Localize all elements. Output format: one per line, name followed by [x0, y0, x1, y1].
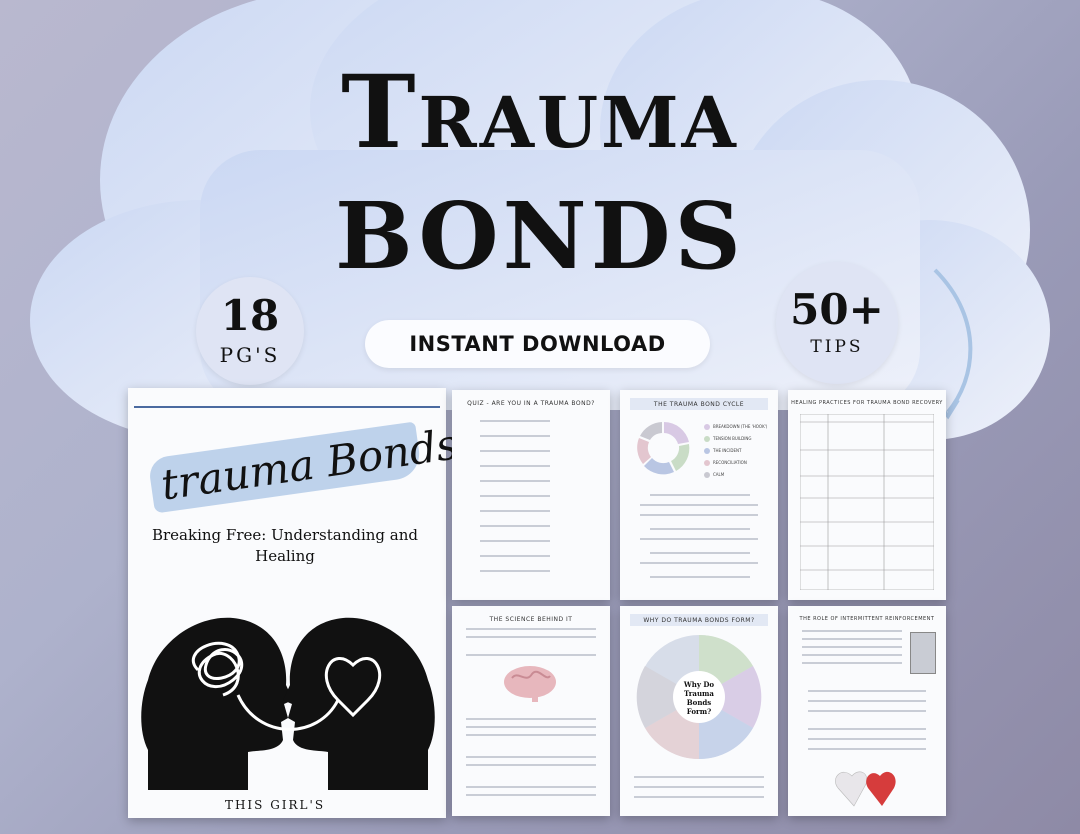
quiz-line [480, 495, 550, 497]
text-line [650, 576, 750, 578]
why-center-label: Why Do Trauma Bonds Form? [683, 680, 715, 716]
text-line [808, 710, 926, 712]
tips-count: 50+ [790, 285, 884, 334]
text-line [808, 700, 926, 702]
quiz-line [480, 480, 550, 482]
text-line [634, 786, 764, 788]
text-line [808, 728, 926, 730]
healing-page: HEALING PRACTICES FOR TRAUMA BOND RECOVE… [788, 390, 946, 600]
reinforcement-page: THE ROLE OF INTERMITTENT REINFORCEMENT [788, 606, 946, 816]
legend-item: RECONCILIATION [704, 460, 747, 466]
legend-item: BREAKDOWN (THE 'HOOK') [704, 424, 767, 430]
healing-page-title: HEALING PRACTICES FOR TRAUMA BOND RECOVE… [791, 400, 943, 406]
text-line [808, 690, 926, 692]
text-line [466, 764, 596, 766]
text-line [466, 786, 596, 788]
pages-label: PG'S [219, 343, 281, 367]
quiz-page-title: QUIZ - ARE YOU IN A TRAUMA BOND? [467, 400, 595, 407]
hearts-illustration [835, 771, 896, 807]
cover-top-rule [134, 406, 440, 408]
quiz-line [480, 420, 550, 422]
text-line [466, 636, 596, 638]
title-band [630, 398, 768, 410]
cover-subtitle: Breaking Free: Understanding and Healing [151, 526, 418, 565]
quiz-line [480, 435, 550, 437]
text-line [640, 514, 758, 516]
text-line [634, 776, 764, 778]
text-line [802, 654, 902, 656]
quiz-line [480, 525, 550, 527]
text-line [634, 796, 764, 798]
text-line [802, 630, 902, 632]
quiz-line [480, 510, 550, 512]
why-page: WHY DO TRAUMA BONDS FORM? Why Do Trauma … [620, 606, 778, 816]
text-line [640, 562, 758, 564]
cycle-page: THE TRAUMA BOND CYCLE BREAKDOWN (THE 'HO… [620, 390, 778, 600]
quiz-line [480, 570, 550, 572]
science-page-title: THE SCIENCE BEHIND IT [489, 616, 573, 623]
text-line [650, 552, 750, 554]
pages-count: 18 [220, 291, 280, 340]
text-line [466, 718, 596, 720]
main-title-line-2: BONDS [335, 182, 745, 290]
practices-table [800, 414, 934, 590]
text-line [808, 748, 926, 750]
legend-item: CALM [704, 472, 724, 478]
main-title-line-1: Trauma [341, 53, 739, 171]
science-page: THE SCIENCE BEHIND IT [452, 606, 610, 816]
brain-illustration [504, 666, 556, 702]
text-line [466, 654, 596, 656]
text-line [802, 662, 902, 664]
why-page-title: WHY DO TRAUMA BONDS FORM? [643, 617, 755, 624]
why-wheel [636, 634, 762, 760]
text-line [802, 638, 902, 640]
reinforcement-page-title: THE ROLE OF INTERMITTENT REINFORCEMENT [799, 616, 935, 622]
cycle-page-title: THE TRAUMA BOND CYCLE [653, 401, 745, 408]
quiz-line [480, 465, 550, 467]
cycle-diagram [637, 422, 690, 475]
quiz-line [480, 450, 550, 452]
text-line [466, 756, 596, 758]
text-line [466, 628, 596, 630]
text-line [802, 646, 902, 648]
slot-machine-icon [910, 632, 936, 674]
cover-footer: THIS GIRL'S [224, 798, 326, 812]
text-line [466, 726, 596, 728]
text-line [466, 794, 596, 796]
heads-illustration [141, 617, 435, 790]
quiz-line [480, 540, 550, 542]
text-line [808, 738, 926, 740]
legend-item: TENSION BUILDING [704, 436, 752, 442]
legend-item: THE INCIDENT [704, 448, 741, 454]
text-line [640, 504, 758, 506]
pages-badge: 18 PG'S [196, 277, 304, 385]
tips-label: TIPS [810, 337, 864, 357]
text-line [650, 494, 750, 496]
quiz-line [480, 555, 550, 557]
text-line [650, 528, 750, 530]
tips-badge: 50+ TIPS [776, 262, 898, 384]
instant-download-button[interactable]: INSTANT DOWNLOAD [365, 320, 710, 368]
text-line [466, 734, 596, 736]
title-band [630, 614, 768, 626]
text-line [640, 538, 758, 540]
quiz-page: QUIZ - ARE YOU IN A TRAUMA BOND? [452, 390, 610, 600]
